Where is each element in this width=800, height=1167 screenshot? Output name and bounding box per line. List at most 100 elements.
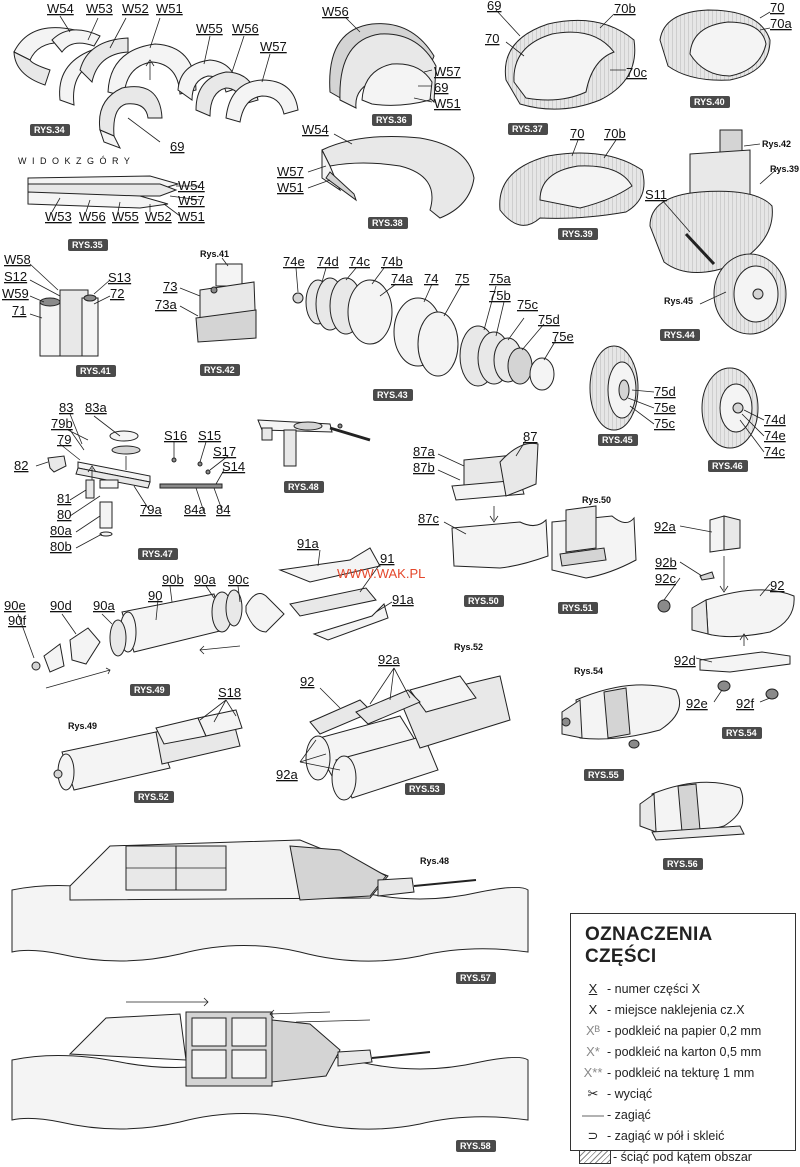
label-87a: 87a	[413, 444, 435, 459]
part-91	[289, 587, 377, 617]
svg-text:RYS.34: RYS.34	[34, 125, 65, 135]
label-90b: 90b	[162, 572, 184, 587]
badge-rys34: RYS.34	[30, 124, 70, 136]
legend-row-card: X* - podkleić na karton 0,5 mm	[579, 1041, 787, 1062]
part-gun-mount	[377, 877, 415, 897]
label-s12: S12	[4, 269, 27, 284]
label-92f: 92f	[736, 696, 754, 711]
label-75a: 75a	[489, 271, 511, 286]
figure-rys47: 83 83a 79b 79 82 81 80 80a 80b 79a S16 S…	[14, 400, 245, 560]
part-91a-top	[278, 547, 381, 583]
legend-text: - podkleić na tekturę 1 mm	[607, 1065, 755, 1080]
part-w52	[79, 37, 129, 84]
badge-rys53: RYS.53	[405, 783, 445, 795]
part-69-cover	[513, 31, 615, 101]
label-75e: 75e	[552, 329, 574, 344]
part-w51	[325, 171, 357, 202]
badge-rys46: RYS.46	[708, 460, 748, 472]
part-pod-front	[561, 699, 583, 739]
svg-text:RYS.50: RYS.50	[468, 596, 499, 606]
legend-text: - miejsce naklejenia cz.X	[607, 1002, 745, 1017]
label-74e: 74e	[283, 254, 305, 269]
legend-text: - ściąć pod kątem obszar	[613, 1149, 752, 1164]
part-tail-step	[559, 547, 607, 567]
label-92e: 92e	[686, 696, 708, 711]
svg-text:RYS.45: RYS.45	[602, 435, 633, 445]
part-pod-lamp	[561, 717, 571, 727]
svg-text:RYS.57: RYS.57	[460, 973, 491, 983]
label-74a: 74a	[391, 271, 413, 286]
label-84a: 84a	[184, 502, 206, 517]
hatch-area-icon	[579, 1149, 611, 1164]
part-92d	[699, 651, 791, 673]
part-73a-band	[195, 309, 257, 343]
label-75c: 75c	[654, 416, 675, 431]
label-74: 74	[424, 271, 438, 286]
part-w53	[51, 29, 101, 53]
label-92a: 92a	[654, 519, 676, 534]
label-w51: W51	[178, 209, 205, 224]
figure-part-91: 91a 91 91a	[278, 536, 414, 641]
part-w55	[177, 59, 239, 101]
legend-symbol: X	[588, 1002, 598, 1017]
part-90e	[43, 643, 65, 673]
badge-rys56: RYS.56	[663, 858, 703, 870]
part-87c	[451, 518, 549, 569]
label-w56: W56	[79, 209, 106, 224]
label-70c: 70c	[626, 65, 647, 80]
part-90b-ring	[225, 589, 243, 627]
part-hub-center	[752, 288, 764, 300]
label-75e: 75e	[654, 400, 676, 415]
part-top-view-band-3	[27, 191, 169, 209]
part-tail-frame	[409, 675, 477, 713]
label-75d: 75d	[538, 312, 560, 327]
leader-lines	[199, 699, 237, 723]
leader-lines	[345, 17, 433, 103]
legend-row-cut: ✂ - wyciąć	[579, 1083, 787, 1104]
part-91a-bottom	[312, 603, 389, 641]
part-wheel-cover	[649, 190, 773, 273]
part-92c	[657, 599, 671, 613]
label-w56: W56	[322, 4, 349, 19]
label-90a-lower: 90a	[93, 598, 115, 613]
part-pod-foot	[628, 739, 640, 749]
part-92a-top	[709, 515, 725, 553]
label-s11: S11	[645, 187, 667, 202]
part-92e	[717, 680, 731, 692]
svg-text:RYS.38: RYS.38	[372, 218, 403, 228]
legend-title: OZNACZENIA CZĘŚCI	[585, 924, 712, 967]
part-75d	[507, 347, 533, 385]
label-w56: W56	[232, 21, 259, 36]
label-w52: W52	[122, 1, 149, 16]
part-w57	[225, 79, 299, 123]
label-79a: 79a	[140, 502, 162, 517]
label-74c: 74c	[349, 254, 370, 269]
label-75: 75	[455, 271, 469, 286]
badge-rys57: RYS.57	[456, 972, 496, 984]
label-92c: 92c	[655, 571, 676, 586]
arrow-icon	[295, 1019, 371, 1023]
fold-line-icon	[579, 1107, 607, 1122]
part-83a	[109, 430, 139, 442]
label-w57: W57	[277, 164, 304, 179]
figure-rys44: Rys.42 Rys.39 Rys.45 S11 RYS.44	[645, 129, 799, 341]
label-s15: S15	[198, 428, 221, 443]
svg-text:RYS.43: RYS.43	[377, 390, 408, 400]
arrow-icon	[269, 1009, 331, 1019]
figure-rys37: 69 70 70b 70c RYS.37	[485, 0, 647, 135]
part-69-arch	[98, 86, 163, 137]
figure-rys41: W58 S12 W59 71 S13 72 RYS.41	[2, 252, 131, 377]
badge-rys35: RYS.35	[68, 239, 108, 251]
svg-text:RYS.52: RYS.52	[138, 792, 169, 802]
legend-symbol: X*	[586, 1044, 600, 1059]
svg-text:RYS.51: RYS.51	[562, 603, 593, 613]
leader-lines	[59, 15, 271, 143]
part-sight	[337, 423, 343, 429]
label-s13: S13	[108, 270, 131, 285]
label-74d: 74d	[764, 412, 786, 427]
leader-lines	[663, 525, 771, 703]
parts-legend: OZNACZENIA CZĘŚCI X - numer części X X -…	[570, 913, 796, 1164]
leader-lines	[179, 257, 229, 317]
part-92b	[699, 571, 715, 581]
